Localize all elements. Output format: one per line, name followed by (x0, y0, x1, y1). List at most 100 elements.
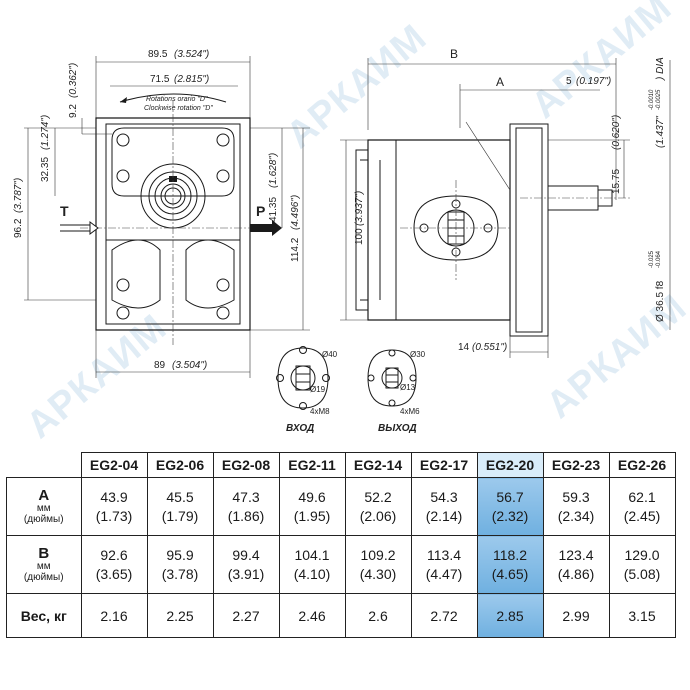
dim-dia-tol-top: -0.025 (649, 250, 655, 268)
value-inch: (2.32) (491, 507, 529, 524)
value-cell: 43.9 (1.73) (80, 477, 148, 536)
inlet-outer-dia: Ø40 (322, 350, 338, 359)
value-mm: 54.3 (430, 488, 458, 505)
value-mm: 3.15 (628, 607, 656, 624)
value-mm: 52.2 (364, 488, 392, 505)
value-inch: (4.86) (557, 565, 595, 582)
dim-width-bottom: 89 (154, 360, 166, 371)
port-inlet: Ø40 Ø19 4xM8 ВХОД (276, 346, 338, 434)
weight-cell: 2.16 (80, 593, 148, 638)
model-header: EG2-23 (542, 452, 610, 478)
dim-width-top-in: (3.524") (174, 49, 209, 60)
value-mm: 56.7 (496, 488, 524, 505)
dim-dia-in-suffix: ) DIA (655, 57, 666, 81)
dim-a: A (496, 75, 504, 89)
value-cell: 56.7 (2.32) (476, 477, 544, 536)
value-inch: (4.30) (359, 565, 397, 582)
weight-cell: 2.25 (146, 593, 214, 638)
value-mm: 109.2 (360, 546, 396, 563)
row-a-unit2: (дюймы) (23, 513, 64, 525)
spec-header-row: EG2-04 EG2-06 EG2-08 EG2-11 EG2-14 EG2-1… (6, 452, 676, 478)
dim-100-in: (3.937") (354, 191, 365, 226)
dim-dia-tol-in-bot: -0.0025 (656, 89, 662, 110)
row-a-unit: мм (36, 502, 51, 514)
value-cell: 109.2 (4.30) (344, 535, 412, 594)
port-outlet: Ø30 Ø13 4xM6 ВЫХОД (367, 349, 426, 434)
front-view: 89.5 (3.524") 71.5 (2.815") Rotations or… (13, 49, 310, 378)
value-inch: (2.45) (623, 507, 661, 524)
dim-dia-in: (1.437" (655, 116, 666, 148)
dim-dia-shaft: Ø 36.5 f8 (655, 280, 666, 322)
value-mm: 2.72 (430, 607, 458, 624)
value-inch: (2.14) (425, 507, 463, 524)
rotation-label-it: Rotations orario "D" (146, 96, 208, 103)
value-cell: 118.2(4.65) (476, 535, 544, 594)
value-inch: (4.47) (425, 565, 463, 582)
value-mm: 59.3 (562, 488, 590, 505)
model-header: EG2-08 (212, 452, 280, 478)
watermark-text: АРКАИМ (539, 286, 690, 426)
spec-table: EG2-04 EG2-06 EG2-08 EG2-11 EG2-14 EG2-1… (6, 452, 676, 638)
value-inch: (1.86) (227, 507, 265, 524)
value-cell: 99.4(3.91) (212, 535, 280, 594)
value-cell: 52.2 (2.06) (344, 477, 412, 536)
value-mm: 43.9 (100, 488, 128, 505)
value-inch: (2.34) (557, 507, 595, 524)
dim-114-2-in: (4.496") (290, 195, 301, 230)
value-mm: 123.4 (558, 546, 594, 563)
dim-15-75: 15.75 (611, 169, 622, 194)
row-a-letter: A (38, 486, 50, 504)
dim-dia-tol-in-top: -0.0010 (649, 89, 655, 110)
weight-cell: 3.15 (608, 593, 676, 638)
dim-41-35: 41.35 (268, 197, 279, 222)
inlet-label: ВХОД (286, 423, 314, 434)
value-mm: 118.2 (493, 546, 527, 563)
inlet-inner-dia: Ø19 (310, 385, 326, 394)
value-cell: 62.1(2.45) (608, 477, 676, 536)
rotation-label-en: Clockwise rotation "D" (144, 105, 213, 112)
row-b-unit: мм (36, 560, 51, 572)
model-header: EG2-17 (410, 452, 478, 478)
value-inch: (1.95) (293, 507, 331, 524)
value-inch: (1.73) (95, 507, 133, 524)
dim-b: B (450, 47, 458, 61)
dim-96-2-in: (3.787") (13, 178, 24, 213)
dim-32-35-in: (1.274") (40, 115, 51, 150)
value-inch: (2.06) (359, 507, 397, 524)
value-cell: 47.3(1.86) (212, 477, 280, 536)
value-inch: (4.10) (293, 565, 331, 582)
value-cell: 129.0(5.08) (608, 535, 676, 594)
value-mm: 95.9 (166, 546, 194, 563)
dim-41-35-in: (1.628") (268, 153, 279, 188)
weight-cell: 2.46 (278, 593, 346, 638)
row-b-unit2: (дюймы) (23, 571, 64, 583)
value-inch: (5.08) (623, 565, 661, 582)
weight-cell: 2.85 (476, 593, 544, 638)
port-p-label: P (256, 203, 265, 219)
value-mm: 99.4 (232, 546, 260, 563)
value-mm: 49.6 (298, 488, 326, 505)
outlet-outer-dia: Ø30 (410, 350, 426, 359)
model-header: EG2-14 (344, 452, 412, 478)
dim-15-75-in: (0.620") (611, 115, 622, 150)
dim-dia-tol-bot: -0.064 (656, 250, 662, 268)
dim-14: 14 (458, 342, 470, 353)
model-header: EG2-04 (80, 452, 148, 478)
outlet-inner-dia: Ø13 (400, 383, 416, 392)
value-mm: 104.1 (294, 546, 330, 563)
value-cell: 45.5(1.79) (146, 477, 214, 536)
dim-32-35: 32.35 (40, 157, 51, 182)
outlet-label: ВЫХОД (378, 423, 417, 434)
spec-corner (6, 452, 82, 478)
inlet-thread: 4xM8 (310, 407, 330, 416)
value-mm: 92.6 (100, 546, 128, 563)
weight-cell: 2.6 (344, 593, 412, 638)
value-mm: 2.99 (562, 607, 590, 624)
value-inch: (1.79) (161, 507, 199, 524)
dim-100: 100 (354, 228, 365, 245)
technical-drawing: АРКАИМ АРКАИМ АРКАИМ АРКАИМ 89.5 (3.524"… (13, 0, 690, 445)
model-header: EG2-06 (146, 452, 214, 478)
